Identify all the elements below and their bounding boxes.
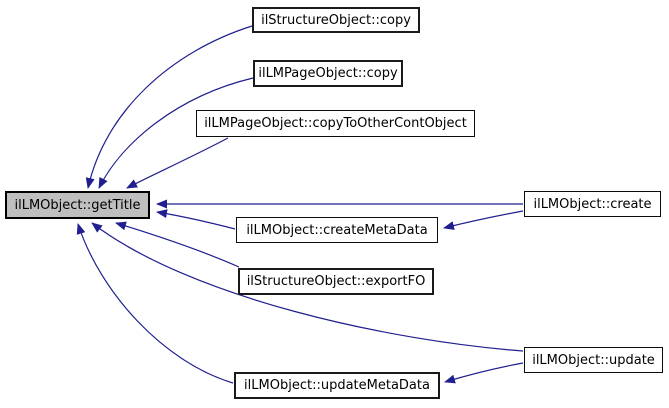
node-updateMetaData-label: ilLMObject::updateMetaData [244, 378, 430, 393]
node-exportFO[interactable]: ilStructureObject::exportFO [238, 268, 434, 295]
node-create-label: ilLMObject::create [533, 196, 652, 212]
node-exportFO-label: ilStructureObject::exportFO [246, 274, 426, 289]
edge-createMetaData-to-getTitle [156, 209, 236, 230]
node-copyToOtherContObject[interactable]: ilLMPageObject::copyToOtherContObject [196, 110, 475, 137]
edge-update-to-getTitle [91, 222, 524, 352]
node-copy-label: ilStructureObject::copy [261, 12, 411, 28]
node-update-label: ilLMObject::update [532, 352, 655, 368]
node-ilLMObject-update[interactable]: ilLMObject::update [524, 347, 663, 373]
node-ilLMObject-create[interactable]: ilLMObject::create [524, 191, 661, 217]
edge-copy-to-getTitle [85, 25, 253, 189]
edge-copyToOther-to-getTitle [126, 137, 229, 189]
edge-pagecopy-to-getTitle [98, 77, 254, 189]
node-ilLMPageObject-copy[interactable]: ilLMPageObject::copy [253, 60, 403, 87]
node-getTitle: ilLMObject::getTitle [5, 191, 150, 219]
node-updateMetaData[interactable]: ilLMObject::updateMetaData [234, 372, 440, 399]
edge-exportFO-to-getTitle [115, 221, 240, 268]
node-copyToOther-label: ilLMPageObject::copyToOtherContObject [204, 116, 467, 131]
node-getTitle-label: ilLMObject::getTitle [14, 197, 141, 213]
node-createMetaData-label: ilLMObject::createMetaData [246, 222, 428, 238]
node-ilStructureObject-copy[interactable]: ilStructureObject::copy [252, 7, 420, 33]
edge-create-to-createMetaData [443, 210, 524, 230]
node-pagecopy-label: ilLMPageObject::copy [258, 66, 398, 81]
node-createMetaData[interactable]: ilLMObject::createMetaData [236, 217, 438, 243]
edge-update-to-updateMetaData [444, 362, 524, 384]
edge-updateMetaData-to-getTitle [76, 223, 234, 384]
